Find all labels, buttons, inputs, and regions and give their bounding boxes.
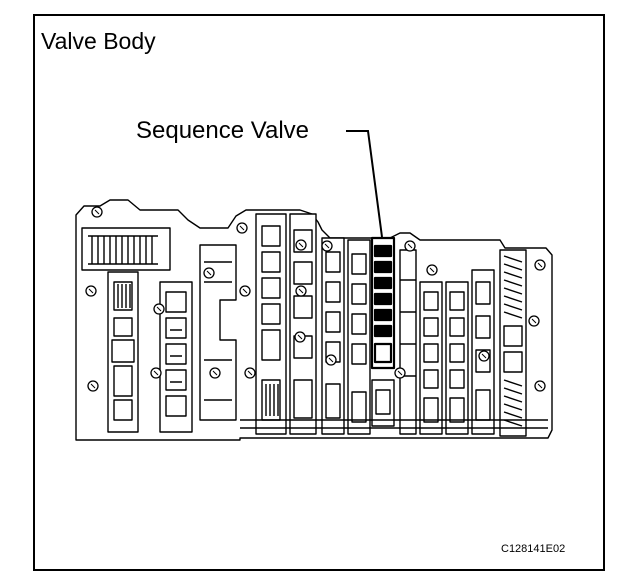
eighth-valve-column bbox=[399, 249, 417, 435]
sixth-valve-column bbox=[347, 239, 371, 435]
third-valve-column bbox=[255, 213, 287, 435]
bottom-plate bbox=[240, 419, 548, 429]
spring-housing bbox=[81, 227, 171, 271]
spring-coil-left bbox=[88, 235, 158, 265]
sequence-valve-lower bbox=[371, 379, 395, 427]
ninth-valve-column bbox=[419, 281, 443, 435]
right-spring-column bbox=[499, 249, 527, 437]
channel-plate-left bbox=[199, 244, 237, 421]
sequence-valve bbox=[370, 236, 396, 370]
callout-leader-line bbox=[346, 130, 383, 238]
left-valve-column bbox=[107, 271, 139, 433]
diagram-title: Valve Body bbox=[41, 28, 156, 54]
figure-code: C128141E02 bbox=[501, 543, 566, 555]
fifth-valve-column bbox=[321, 237, 345, 435]
tenth-valve-column bbox=[445, 281, 469, 435]
sequence-valve-label: Sequence Valve bbox=[136, 117, 310, 144]
second-valve-column bbox=[159, 281, 193, 433]
bolt-heads bbox=[85, 206, 546, 392]
fourth-valve-column bbox=[289, 213, 317, 435]
